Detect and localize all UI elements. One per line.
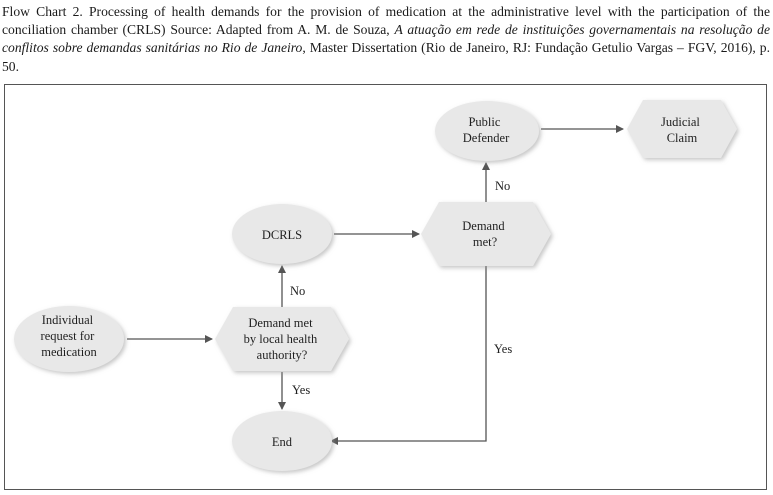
svg-text:End: End <box>272 435 293 449</box>
node-judicial-claim: Judicial Claim <box>627 100 737 158</box>
svg-text:Demand met by local heal: Demand met by local health authority? <box>244 316 321 362</box>
svg-text:Public Defender: Public Defender <box>463 115 510 145</box>
caption-text-2: , Master Dissertation (Rio de Janeiro, R… <box>2 40 770 74</box>
edge-label-no-defender: No <box>495 179 510 193</box>
edge-demand-met-to-end <box>330 266 487 445</box>
node-end: End <box>232 411 332 471</box>
flowchart-frame <box>4 84 767 490</box>
edge-label-no-dcrls: No <box>290 284 305 298</box>
edge-label-yes-end-right: Yes <box>494 342 512 356</box>
node-demand-met: Demand met? <box>421 202 551 266</box>
node-demand-met-local-authority: Demand met by local health authority? <box>215 307 349 371</box>
node-individual-request: Individual request for medication <box>14 306 124 372</box>
caption-text-1: Flow Chart 2. Processing of health deman… <box>2 4 770 38</box>
node-public-defender: Public Defender <box>435 101 539 161</box>
svg-text:Judicial Claim: Judicial Claim <box>661 115 703 145</box>
caption-source-title: A atuação em rede de instituições govern… <box>2 22 771 56</box>
node-dcrls: DCRLS <box>232 204 332 264</box>
svg-text:Demand met?: Demand met? <box>462 219 507 249</box>
svg-text:Individual request for: Individual request for medication <box>41 313 98 359</box>
svg-text:DCRLS: DCRLS <box>262 228 302 242</box>
figure-caption: Flow Chart 2. Processing of health deman… <box>2 3 770 76</box>
edge-label-yes-end: Yes <box>292 383 310 397</box>
